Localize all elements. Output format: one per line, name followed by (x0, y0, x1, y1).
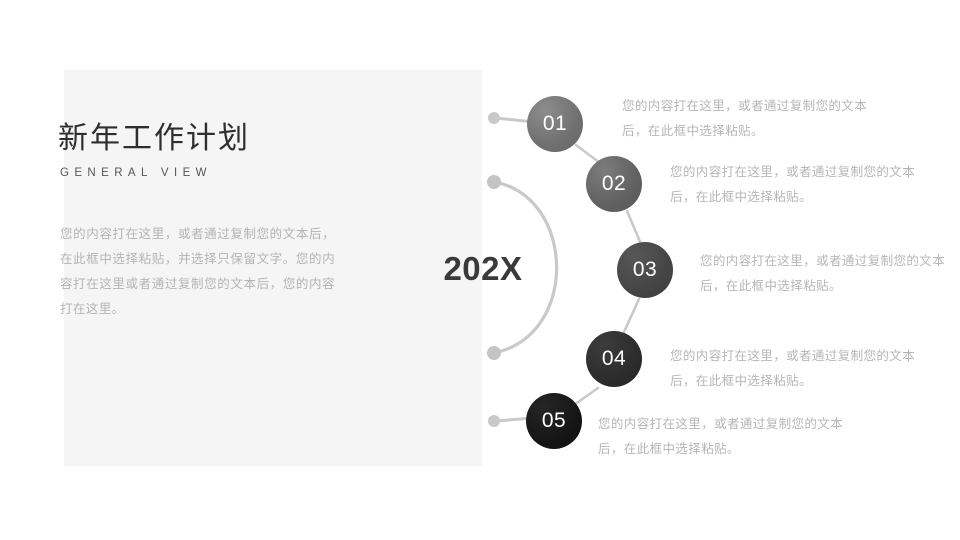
left-content-panel (64, 70, 482, 466)
connector-line-2-3 (625, 209, 643, 246)
step-number-04: 04 (601, 347, 627, 370)
step-text-01: 您的内容打在这里，或者通过复制您的文本后，在此框中选择粘贴。 (622, 99, 868, 138)
arc-dot-lower (487, 346, 501, 360)
step-number-02: 02 (601, 172, 627, 195)
step-node-02[interactable]: 02 (586, 156, 642, 212)
step-number-05: 05 (541, 409, 567, 432)
step-node-04[interactable]: 04 (586, 331, 642, 387)
step-number-03: 03 (632, 258, 658, 281)
step-text-03: 您的内容打在这里，或者通过复制您的文本后，在此框中选择粘贴。 (700, 254, 946, 293)
arc-dot-upper (487, 175, 501, 189)
connector-line-3-4 (622, 297, 641, 334)
endpoint-dot-bottom (488, 415, 500, 427)
step-text-04: 您的内容打在这里，或者通过复制您的文本后，在此框中选择粘贴。 (670, 349, 916, 388)
page-title: 新年工作计划 (58, 122, 250, 155)
connector-line-1-2 (574, 143, 602, 165)
step-node-05[interactable]: 05 (526, 393, 582, 449)
connector-line-4-5 (572, 386, 600, 407)
title-block: 新年工作计划 GENERAL VIEW (58, 122, 388, 179)
page-subtitle: GENERAL VIEW (60, 166, 212, 179)
endpoint-dot-top (488, 112, 500, 124)
step-text-02: 您的内容打在这里，或者通过复制您的文本后，在此框中选择粘贴。 (670, 165, 916, 204)
step-number-01: 01 (542, 112, 568, 135)
left-body-text: 您的内容打在这里，或者通过复制您的文本后，在此框中选择粘贴，并选择只保留文字。您… (60, 227, 335, 316)
step-node-03[interactable]: 03 (617, 242, 673, 298)
step-text-05: 您的内容打在这里，或者通过复制您的文本后，在此框中选择粘贴。 (598, 417, 844, 456)
step-node-01[interactable]: 01 (527, 96, 583, 152)
year-label: 202X (443, 250, 523, 287)
